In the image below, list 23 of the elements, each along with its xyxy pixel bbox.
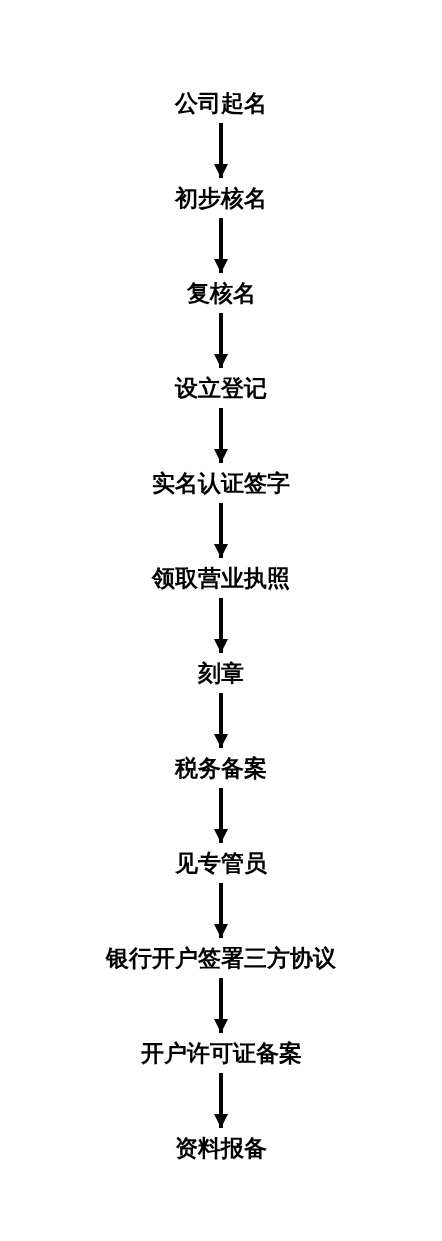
step-text: 复核名 (186, 279, 256, 307)
step-text: 初步核名 (175, 184, 267, 212)
arrow (214, 408, 228, 463)
step-text: 税务备案 (175, 754, 267, 782)
step-text: 实名认证签字 (152, 469, 290, 497)
step-text: 见专管员 (175, 849, 267, 877)
arrow (214, 598, 228, 653)
step-text: 刻章 (198, 659, 244, 687)
arrow (214, 123, 228, 178)
step-text: 开户许可证备案 (140, 1039, 302, 1067)
arrow (214, 313, 228, 368)
step-text: 设立登记 (175, 374, 267, 402)
arrow (214, 218, 228, 273)
arrow (214, 788, 228, 843)
step-text: 银行开户签署三方协议 (106, 944, 336, 972)
step-text: 领取营业执照 (152, 564, 290, 592)
arrow (214, 503, 228, 558)
arrow (214, 978, 228, 1033)
arrow (214, 1073, 228, 1128)
step-text: 资料报备 (175, 1134, 267, 1162)
step-text: 公司起名 (175, 89, 267, 117)
arrow (214, 883, 228, 938)
arrow (214, 693, 228, 748)
